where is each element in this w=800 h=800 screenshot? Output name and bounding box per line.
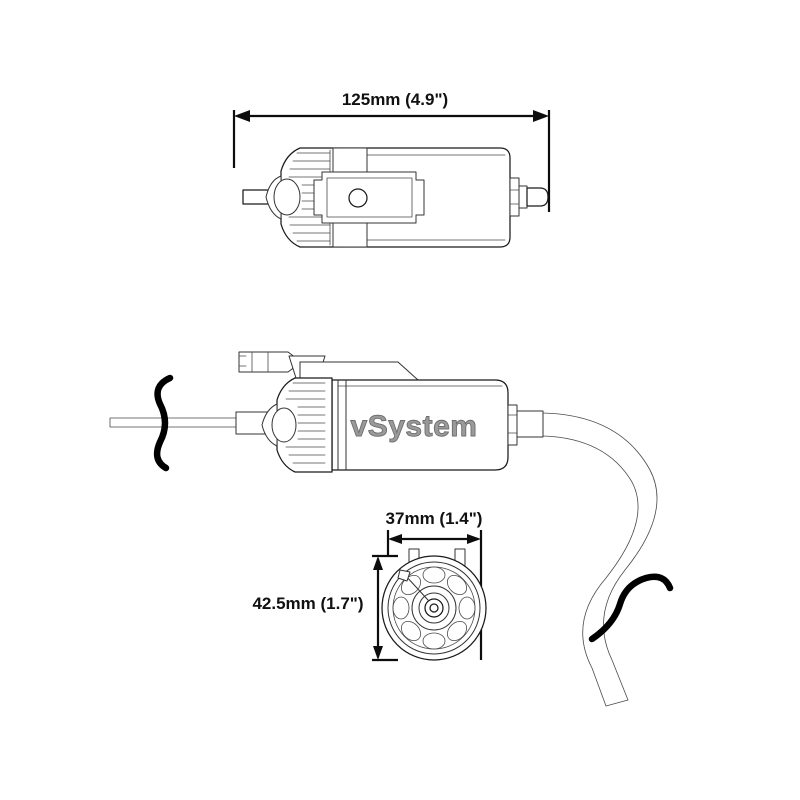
- hose-fitting: [507, 404, 544, 446]
- main-collar-oval: [271, 407, 297, 443]
- mounting-block-bottom: [332, 222, 368, 248]
- dimension-end-view-height: 42.5mm (1.7"): [252, 554, 398, 662]
- main-body-shell: [331, 379, 509, 471]
- nozzle-flange: [509, 177, 520, 217]
- label-plate-inner: [326, 177, 413, 218]
- main-side-view: vSystem: [109, 351, 674, 707]
- end-view: 37mm (1.4") 42.5mm (1.7"): [252, 509, 487, 662]
- vent-hole: [400, 620, 422, 642]
- vent-hole: [446, 620, 468, 642]
- label-plate-hole: [348, 188, 368, 208]
- main-body: [331, 379, 509, 471]
- dimension-overall-length: 125mm (4.9"): [232, 90, 551, 212]
- nozzle-tip: [526, 187, 549, 207]
- arrow-head-left-icon: [234, 110, 250, 122]
- main-ribbed-collar: [261, 377, 333, 473]
- vent-hole: [422, 566, 446, 584]
- width-arrow-left-icon: [388, 534, 402, 544]
- dimension-label-height: 42.5mm (1.7"): [252, 594, 363, 613]
- connector-plug-body: [238, 351, 297, 373]
- height-arrow-bottom-icon: [373, 646, 383, 660]
- hose-fitting-collar: [516, 410, 544, 438]
- hose-edge-outer: [542, 412, 658, 701]
- dimension-label-width: 37mm (1.4"): [386, 509, 483, 528]
- dimension-end-view-width: 37mm (1.4"): [386, 509, 483, 660]
- mounting-block-top: [332, 147, 368, 173]
- ventilation-holes: [392, 566, 476, 650]
- arrow-head-right-icon: [533, 110, 549, 122]
- dimension-label-length: 125mm (4.9"): [342, 90, 448, 109]
- main-collar-nose: [261, 403, 278, 447]
- outlet-nozzle: [509, 177, 549, 217]
- hose-edge-inner: [542, 435, 639, 707]
- top-side-view: [242, 147, 549, 248]
- vent-hole: [446, 574, 468, 596]
- main-collar-outline: [276, 377, 333, 473]
- vent-hole: [422, 632, 446, 650]
- shaft-break-symbol-icon: [153, 374, 174, 472]
- hub-key-head: [397, 569, 411, 582]
- mounting-blocks: [332, 147, 368, 248]
- nozzle-neck: [518, 185, 528, 209]
- hub-inner: [424, 598, 444, 618]
- connector-pin-detail: [238, 355, 247, 367]
- collar-inner-oval: [273, 178, 301, 216]
- width-arrow-right-icon: [467, 534, 481, 544]
- main-collar-fins: [285, 382, 326, 464]
- flexible-hose: [542, 412, 658, 707]
- label-plate: [313, 171, 425, 224]
- vent-hole: [458, 596, 476, 620]
- hose-break-symbol-icon: [588, 573, 674, 643]
- vent-hole: [392, 596, 410, 620]
- end-face-inner-ring: [387, 561, 481, 655]
- hose-cut-end: [605, 699, 629, 707]
- centre-hub: [411, 585, 457, 631]
- hub-key-marker: [404, 574, 429, 601]
- hub-bore: [429, 603, 439, 613]
- brand-label: vSystem: [351, 410, 478, 443]
- label-plate-outline: [313, 171, 425, 224]
- hose-fitting-flange: [507, 404, 518, 446]
- end-face: [381, 555, 487, 661]
- height-arrow-top-icon: [373, 556, 383, 570]
